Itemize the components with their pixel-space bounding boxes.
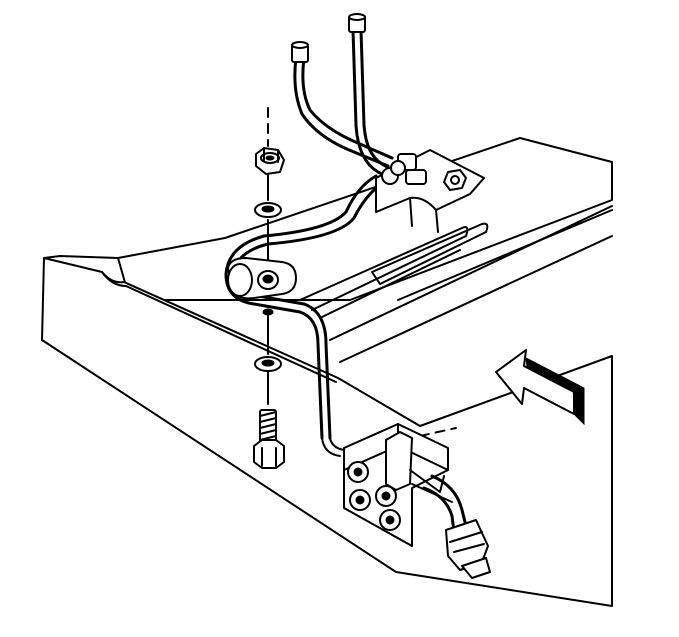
direction-arrow-icon xyxy=(495,349,585,426)
upper-washer xyxy=(254,202,282,218)
tube-fitting-left xyxy=(291,41,309,63)
hex-nut xyxy=(255,147,285,175)
tube-fitting-right xyxy=(348,13,366,33)
upper-bracket xyxy=(375,149,485,233)
lower-washer xyxy=(254,356,282,372)
upper-bracket-bolt xyxy=(443,169,467,191)
hose-connector xyxy=(445,519,491,579)
front-clip xyxy=(227,257,297,300)
hex-bolt xyxy=(253,409,285,469)
brake-hose xyxy=(422,474,468,534)
brake-lines xyxy=(224,28,404,457)
lower-bracket xyxy=(343,423,457,547)
mounting-hole xyxy=(262,308,274,316)
junction-block-fittings xyxy=(347,461,401,531)
